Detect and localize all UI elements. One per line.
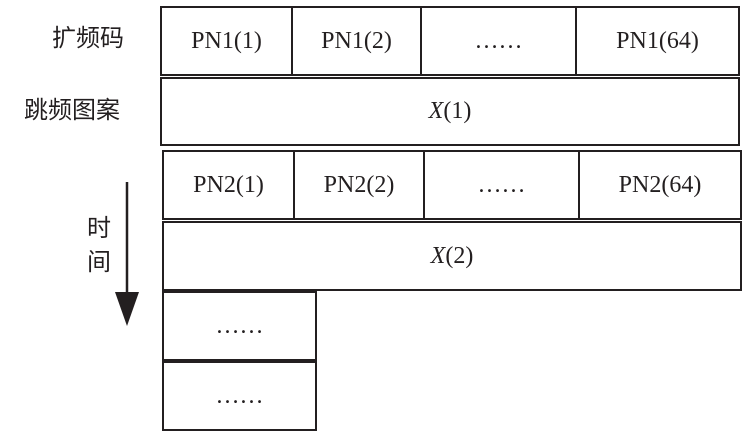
- pn1-cell-ellipsis: ……: [420, 6, 577, 76]
- hop-arg: (2): [445, 242, 474, 269]
- time-label-char2: 间: [87, 248, 111, 276]
- time-arrow-icon: [115, 182, 139, 326]
- pn1-cell-2: PN1(2): [291, 6, 422, 76]
- pn2-cell-64: PN2(64): [578, 150, 742, 220]
- pn1-cell-64: PN1(64): [575, 6, 740, 76]
- hop-pattern-x2: X(2): [162, 221, 742, 291]
- pn1-cell-1: PN1(1): [160, 6, 293, 76]
- spreading-code-label: 扩频码: [52, 24, 124, 52]
- hop-pattern-x1: X(1): [160, 77, 740, 146]
- time-label-char1: 时: [87, 214, 111, 242]
- pn2-cell-2: PN2(2): [293, 150, 425, 220]
- hop-var: X: [428, 98, 444, 124]
- pn2-cell-1: PN2(1): [162, 150, 295, 220]
- hop-arg: (1): [443, 98, 472, 124]
- hop-var: X: [430, 242, 446, 269]
- continuation-box-2: ……: [162, 361, 317, 431]
- hopping-pattern-label: 跳频图案: [24, 96, 120, 124]
- continuation-box-1: ……: [162, 291, 317, 361]
- pn2-cell-ellipsis: ……: [423, 150, 580, 220]
